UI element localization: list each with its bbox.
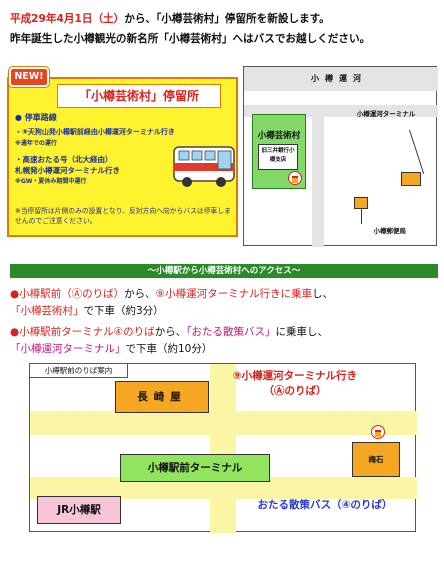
canal-label: 小樽運河 <box>311 74 367 83</box>
intro-line-1-rest: から、「小樽芸術村」停留所を新設します。 <box>124 13 330 25</box>
shakuseki-block: 梅石 <box>352 442 400 477</box>
dir1-route: ⑨小樽運河ターミナル行きに乗車 <box>155 288 313 300</box>
direction-1: ●小樽駅前（Ⓐのりば）から、⑨小樽運河ターミナル行きに乗車し、 「小樽芸術村」で… <box>10 286 438 320</box>
new-badge: NEW! <box>9 67 49 87</box>
dir2-bus: 「おたる散策バス」 <box>186 326 276 338</box>
dir2-ride: に乗車し、 <box>275 326 329 338</box>
route-1-main: ・⑨天狗山発小樽駅前経由小樽運河ターミナル行き <box>15 128 175 136</box>
dir1-platform: （Ⓐのりば） <box>61 288 125 300</box>
intro-line-1: 平成29年4月1日（土）から、「小樽芸術村」停留所を新設します。 <box>10 9 438 29</box>
station-stop-map: 小樽駅前のりば案内 長崎屋 ⑨小樽運河ターミナル行き （Ⓐのりば） 梅石 小樽駅… <box>29 363 417 533</box>
dir1-stop: ●小樽駅前 <box>10 288 62 300</box>
dir1-dest: 「小樽芸術村」 <box>10 305 84 317</box>
jr-station-block: JR小樽駅 <box>37 496 121 524</box>
access-heading: 〜小樽駅から小樽芸術村へのアクセス〜 <box>10 264 438 278</box>
route-2-line-1: ・高速おたる号（北大経由） <box>15 155 113 164</box>
route-1: ・⑨天狗山発小樽駅前経由小樽運河ターミナル行き ※通年での運行 <box>15 127 237 149</box>
dir2-from: から、 <box>154 326 187 338</box>
route-2-line-2: 札幌発小樽運河ターミナル行き <box>15 166 120 175</box>
notice-note: ※当停留所は片側のみの設置となり、反対方向へ向からバスは停車しませんのでご注意く… <box>15 207 231 225</box>
dir1-time: で下車（約3分） <box>83 305 164 317</box>
terminal-block <box>401 172 421 186</box>
route-heading: ● 停車路線 <box>15 113 57 122</box>
otaru-walk-bus-label: おたる散策バス（④のりば） <box>257 499 393 511</box>
route-9-platform: （Ⓐのりば） <box>263 385 327 397</box>
station-map-title: 小樽駅前のりば案内 <box>30 364 128 378</box>
route-2: ・高速おたる号（北大経由） 札幌発小樽運河ターミナル行き ※GW・夏休み期間中運… <box>15 154 175 187</box>
intro-line-2: 昨年誕生した小樽観光の新名所「小樽芸術村」へはバスでお越しください。 <box>10 33 371 45</box>
dir1-from: から、 <box>124 288 156 300</box>
museum-label: 小樽芸術村 <box>257 131 301 141</box>
route-9-label: ⑨小樽運河ターミナル行き （Ⓐのりば） <box>205 369 385 399</box>
terminal-label: 小樽運河ターミナル <box>356 110 416 118</box>
terminal-pointer <box>386 130 425 174</box>
post-office-label: 小樽郵便局 <box>373 227 407 235</box>
bus-stop-a-icon <box>371 425 385 439</box>
canal-strip <box>244 67 438 91</box>
bus-icon <box>173 146 235 187</box>
route-2-sub: ※GW・夏休み期間中運行 <box>15 178 87 185</box>
area-map: 小樽運河 小樽芸術村 旧三井銀行小樽支店 小樽運河ターミナル 小樽郵便局 <box>243 66 438 247</box>
station-terminal-block: 小樽駅前ターミナル <box>120 454 270 482</box>
dir1-and: し、 <box>312 288 334 300</box>
bank-label: 旧三井銀行小樽支店 <box>258 144 298 170</box>
dir2-time: で下車（約10分） <box>125 343 213 355</box>
dir2-dest: 「小樽運河ターミナル」 <box>10 343 126 355</box>
bus-stop-icon <box>288 171 302 185</box>
route-9-name: ⑨小樽運河ターミナル行き <box>232 370 358 382</box>
intro-date: 平成29年4月1日（土） <box>10 13 125 25</box>
dir2-stop: ●小樽駅前ターミナル④のりば <box>10 326 155 338</box>
route-1-sub: ※通年での運行 <box>15 140 57 147</box>
notice-title: 「小樽芸術村」停留所 <box>57 84 221 108</box>
intro-text: 平成29年4月1日（土）から、「小樽芸術村」停留所を新設します。 昨年誕生した小… <box>10 9 438 49</box>
direction-2: ●小樽駅前ターミナル④のりばから、「おたる散策バス」に乗車し、 「小樽運河ターミ… <box>10 324 438 358</box>
nagasakiya-block: 長崎屋 <box>115 381 209 413</box>
post-office-pointer <box>361 208 362 224</box>
road-cross <box>210 364 236 533</box>
road-vertical <box>312 117 324 247</box>
bus-stop-notice: 「小樽芸術村」停留所 ● 停車路線 ・⑨天狗山発小樽駅前経由小樽運河ターミナル行… <box>7 77 238 237</box>
